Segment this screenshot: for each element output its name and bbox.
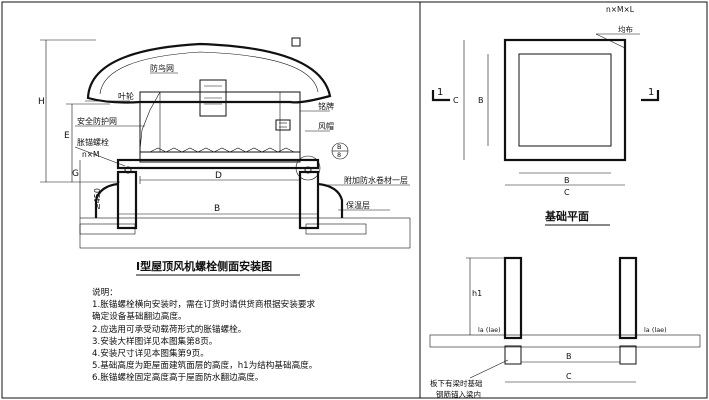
label-bird-net: 防鸟网 — [150, 63, 174, 73]
section-dim-C: C — [566, 372, 572, 381]
section-note-line1: 板下有梁时基础 — [430, 378, 483, 388]
dim-D: D — [215, 171, 222, 181]
note-item-4: 4.安装尺寸详见本图集第9页。 — [92, 349, 209, 360]
note-item-1: 1.胀锚螺栓横向安装时，需在订货时请供货商根据安装要求 — [92, 300, 316, 311]
note-item-2: 2.应选用可承受动载荷形式的胀锚螺栓。 — [92, 324, 247, 335]
notes-block: 说明： 1.胀锚螺栓横向安装时，需在订货时请供货商根据安装要求 确定设备基础翻边… — [92, 287, 392, 385]
section-beam-left — [504, 345, 522, 365]
plan-dim-B-top: B — [564, 176, 570, 185]
curb-right — [298, 170, 320, 230]
nameplate — [275, 119, 291, 131]
section-note-line2: 钢筋锚入梁内 — [436, 389, 481, 399]
notes-heading: 说明： — [92, 288, 118, 298]
motor — [199, 79, 227, 117]
plan-top-note2: 均布 — [618, 24, 633, 34]
dim-E: E — [64, 131, 70, 141]
plan-dim-C-top: C — [564, 188, 570, 197]
label-expansion-bolt: 胀锚螺栓 — [77, 137, 109, 147]
dim-H: H — [38, 97, 45, 107]
flashing-left — [94, 182, 119, 218]
dim-G: G — [72, 169, 79, 179]
dim-base-height: ≥450 — [93, 188, 102, 210]
side-view-title: Ⅰ型屋顶风机螺栓侧面安装图 — [136, 259, 272, 273]
label-insulation: 保温层 — [346, 200, 370, 210]
detail-bubble-bottom: 8 — [337, 151, 341, 159]
note-item-6: 6.胀锚螺栓固定高度高于屋面防水翻边高度。 — [92, 373, 264, 384]
label-nameplate: 铭牌 — [318, 101, 334, 111]
note-item-3: 3.安装大样图详见本图集第8页。 — [92, 336, 218, 347]
section-h1: h1 — [472, 289, 482, 298]
detail-circle — [295, 155, 321, 181]
section-label-left: 1 — [437, 87, 443, 98]
section-la-left: la (lae) — [478, 326, 501, 334]
label-waterproof: 附加防水卷材一层 — [344, 175, 408, 185]
foundation-inner — [518, 53, 612, 147]
section-mark-left — [431, 90, 450, 102]
note-item-1b: 确定设备基础翻边高度。 — [92, 312, 187, 323]
bolt-left — [124, 166, 132, 174]
guard-net — [149, 147, 295, 153]
section-wall-right — [618, 256, 638, 340]
hood-knob — [291, 37, 301, 47]
dim-B: B — [214, 204, 220, 214]
section-1-1-view: h1 la (lae) la (lae) B C 板下有梁时基础 钢筋锚入梁内 — [429, 256, 701, 399]
plan-view-title: 基础平面 — [544, 209, 589, 223]
side-elevation-view: H E G ≥450 D B 防鸟网 叶轮 安全防护网 胀锚螺栓 n×M 铭牌 … — [38, 37, 411, 276]
plan-dim-C-left: C — [453, 96, 459, 105]
detail-bubble-top: B — [337, 143, 341, 151]
base-plate — [116, 158, 320, 170]
flashing-right — [317, 182, 344, 218]
section-wall-left — [503, 256, 523, 340]
plan-top-note: n×M×L — [606, 5, 635, 14]
section-label-right: 1 — [648, 87, 654, 98]
label-bolt-spec: n×M — [82, 150, 100, 159]
foundation-plan-view: n×M×L 均布 1 1 C B B C 基础平面 — [431, 5, 660, 226]
bird-net-line — [139, 91, 161, 151]
section-slab — [429, 334, 701, 348]
section-beam-right — [619, 345, 637, 365]
foundation-outer — [503, 38, 627, 162]
roof-slab — [79, 217, 411, 249]
label-hood: 风帽 — [318, 121, 334, 131]
label-impeller: 叶轮 — [118, 91, 134, 101]
plan-dim-B-left: B — [478, 96, 484, 105]
label-guard-net: 安全防护网 — [77, 116, 117, 126]
curb-left — [116, 170, 138, 230]
fan-hood — [86, 42, 332, 104]
section-la-right: la (lae) — [644, 326, 667, 334]
section-dim-B: B — [566, 352, 572, 361]
note-item-5: 5.基础高度为距屋面建筑面层的高度，h1为结构基础高度。 — [92, 361, 318, 372]
section-mark-right — [641, 90, 660, 102]
bolt-right — [304, 166, 312, 174]
